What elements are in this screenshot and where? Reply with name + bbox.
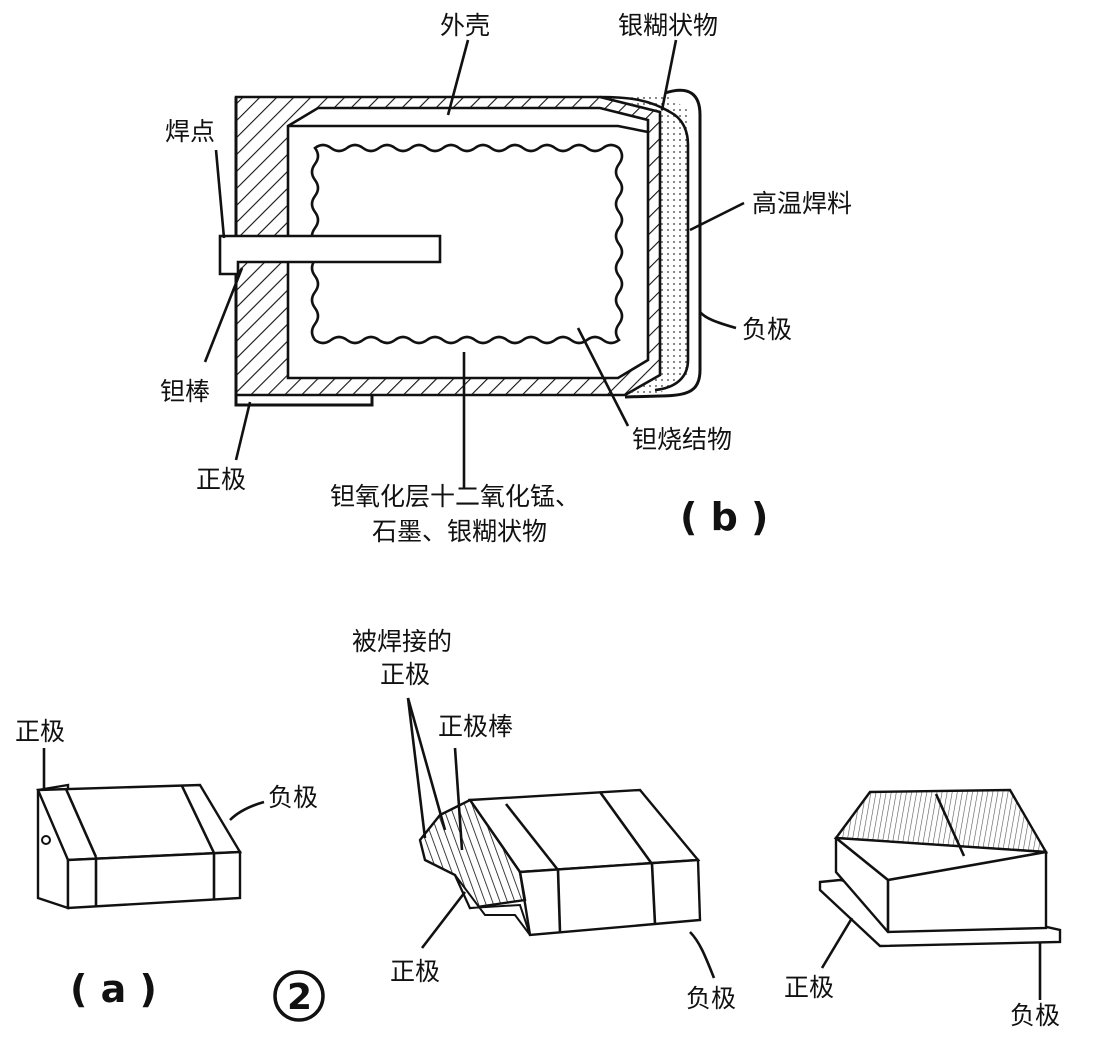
- label-chip1-negative: 负极: [268, 783, 318, 812]
- label-welded-positive-line1: 被焊接的: [352, 627, 452, 656]
- silver-paste-region: [600, 93, 690, 395]
- label-welded-positive-line2: 正极: [380, 660, 430, 689]
- label-oxide-layer-line2: 石墨、银糊状物: [372, 517, 547, 546]
- label-positive-b: 正极: [196, 465, 246, 494]
- negative-terminal-cap: [624, 88, 702, 399]
- figure-number-circle: [273, 970, 325, 1022]
- label-positive-rod: 正极棒: [438, 712, 513, 741]
- tantalum-rod: [218, 234, 442, 276]
- chip-3: [818, 788, 1062, 948]
- label-tantalum-rod: 钽棒: [160, 377, 210, 406]
- figure-number: 2: [287, 977, 312, 1018]
- high-temp-solder-line: [599, 95, 690, 392]
- cavity-outline: [288, 124, 649, 134]
- label-chip3-positive: 正极: [784, 973, 834, 1002]
- label-silver-paste: 银糊状物: [618, 11, 718, 40]
- figure-b-cross-section: [218, 88, 702, 407]
- label-chip2-negative: 负极: [686, 984, 736, 1013]
- label-sintered-tantalum: 钽烧结物: [632, 425, 732, 454]
- label-chip1-positive: 正极: [15, 717, 65, 746]
- label-shell: 外壳: [440, 11, 490, 40]
- label-chip2-positive: 正极: [390, 957, 440, 986]
- chip-1: [36, 748, 265, 910]
- figure-b-leader-lines: [203, 39, 745, 488]
- label-oxide-layer-line1: 钽氧化层十二氧化锰、: [330, 482, 580, 511]
- label-high-temp-solder: 高温焊料: [752, 189, 852, 218]
- chip-2: [418, 788, 702, 937]
- caption-a: ( a ): [70, 967, 157, 1011]
- sintered-tantalum-body: [310, 143, 624, 345]
- label-negative-b: 负极: [742, 315, 792, 344]
- label-solder-point: 焊点: [165, 117, 215, 146]
- caption-b: ( b ): [680, 495, 768, 539]
- label-chip3-negative: 负极: [1010, 1001, 1060, 1030]
